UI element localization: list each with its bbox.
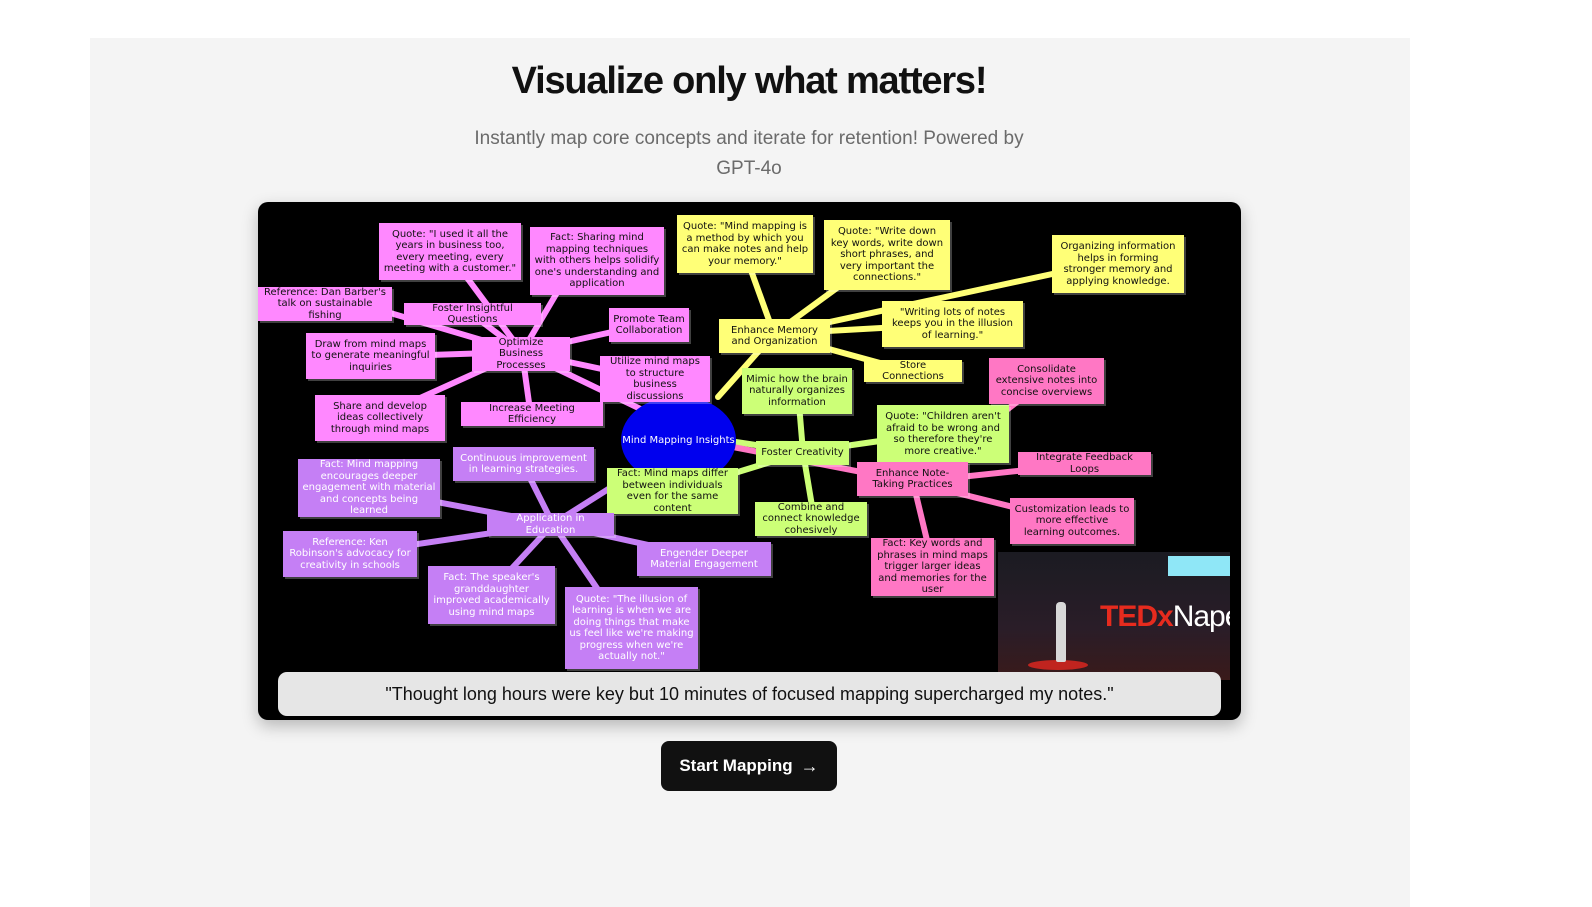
node-ref-barber: Reference: Dan Barber's talk on sustaina…	[258, 287, 392, 321]
tedx-logo: TEDxNaperville	[1100, 600, 1230, 633]
node-fact-differ: Fact: Mind maps differ between individua…	[607, 468, 738, 514]
node-ref-robinson: Reference: Ken Robinson's advocacy for c…	[283, 531, 417, 577]
start-mapping-label: Start Mapping	[679, 756, 793, 775]
start-mapping-button[interactable]: Start Mapping →	[661, 741, 837, 791]
video-thumbnail: TEDxNaperville	[998, 552, 1230, 680]
node-integrate-feedback: Integrate Feedback Loops	[1018, 452, 1151, 475]
node-share-ideas: Share and develop ideas collectively thr…	[315, 395, 445, 441]
node-organizing-info: Organizing information helps in forming …	[1052, 235, 1184, 293]
node-enhance-memory: Enhance Memory and Organization	[719, 319, 830, 353]
node-deeper-engagement: Engender Deeper Material Engagement	[637, 542, 771, 576]
speaker-figure	[1056, 602, 1066, 662]
node-draw-inquiries: Draw from mind maps to generate meaningf…	[306, 333, 435, 379]
arrow-right-icon: →	[800, 755, 819, 776]
node-quote-method: Quote: "Mind mapping is a method by whic…	[677, 215, 813, 273]
node-promote-team: Promote Team Collaboration	[609, 308, 689, 342]
node-fact-granddaughter: Fact: The speaker's granddaughter improv…	[428, 566, 555, 624]
node-customization: Customization leads to more effective le…	[1010, 498, 1134, 544]
hero-subtitle: Instantly map core concepts and iterate …	[474, 128, 1024, 179]
node-writing-notes: "Writing lots of notes keeps you in the …	[882, 301, 1023, 347]
node-optimize-business: Optimize Business Processes	[472, 337, 570, 371]
node-mimic-brain: Mimic how the brain naturally organizes …	[742, 368, 852, 414]
node-enhance-notetaking: Enhance Note-Taking Practices	[857, 462, 968, 496]
node-quote-illusion: Quote: "The illusion of learning is when…	[565, 587, 698, 669]
node-quote-business: Quote: "I used it all the years in busin…	[379, 223, 521, 280]
node-fact-engagement: Fact: Mind mapping encourages deeper eng…	[298, 459, 440, 517]
node-continuous-improvement: Continuous improvement in learning strat…	[453, 447, 594, 481]
node-utilize-maps: Utilize mind maps to structure business …	[600, 356, 710, 402]
node-quote-children: Quote: "Children aren't afraid to be wro…	[877, 405, 1009, 463]
node-foster-questions: Foster Insightful Questions	[404, 303, 541, 325]
hero-title: Visualize only what matters!	[511, 60, 988, 102]
node-application-education: Application in Education	[487, 513, 614, 536]
node-quote-keywords: Quote: "Write down key words, write down…	[824, 220, 950, 290]
node-meeting-efficiency: Increase Meeting Efficiency	[461, 402, 603, 426]
node-foster-creativity: Foster Creativity	[756, 441, 849, 465]
node-consolidate-notes: Consolidate extensive notes into concise…	[989, 358, 1104, 404]
mind-map-demo: Mind Mapping Insights Quote: "I used it …	[258, 202, 1241, 720]
testimonial-caption: "Thought long hours were key but 10 minu…	[278, 672, 1221, 716]
node-fact-keywords: Fact: Key words and phrases in mind maps…	[871, 538, 994, 596]
stage-carpet	[1028, 660, 1088, 670]
stage-screen	[1168, 556, 1230, 576]
node-fact-sharing: Fact: Sharing mind mapping techniques wi…	[530, 227, 664, 295]
node-store-connections: Store Connections	[864, 360, 962, 382]
node-combine-knowledge: Combine and connect knowledge cohesively	[755, 502, 867, 536]
